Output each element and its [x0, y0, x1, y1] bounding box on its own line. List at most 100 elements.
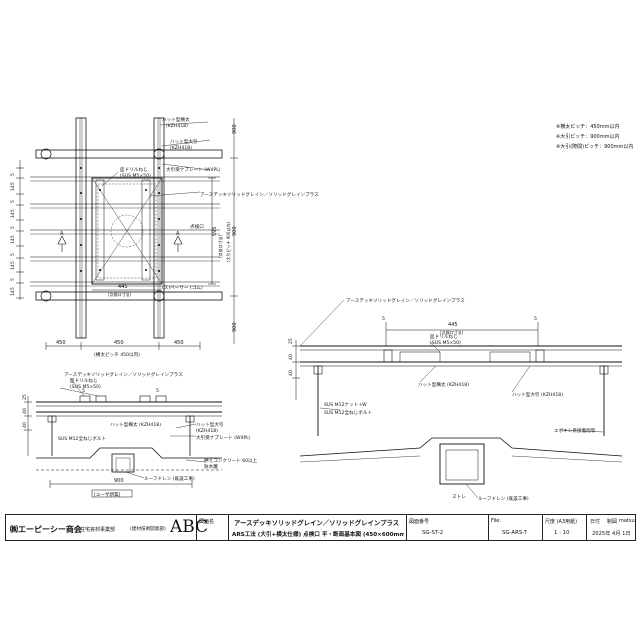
tb-date: 2025年 4月 1日: [592, 531, 631, 537]
tb-scale-cell: [542, 515, 587, 540]
sl-label-screw: 皿ドリルねじ: [70, 378, 98, 384]
tb-logo: ABC: [170, 517, 209, 537]
sr-label-hat-beam-1: ハット型横太 (KZH418): [418, 381, 469, 388]
tb-drawno: SG-ST-2: [422, 530, 444, 536]
sr-label-hat-beam-2: ハット型大引 (KZH418): [512, 391, 563, 398]
sl-label-hat-beam-2: ハット型大引: [196, 421, 224, 428]
plan-section-mark-left: A: [60, 231, 64, 237]
plan-dim-left-9: 5: [10, 278, 16, 281]
sr-label-opening-size: (点検口寸法): [440, 329, 464, 335]
plan-dim-bottom: 900: [232, 322, 238, 332]
plan-dim-bottom-b: 450: [114, 340, 124, 346]
plan-label-spacer: (ス)ペーサー (ゴム): [162, 284, 203, 291]
plan-crossbeam-bottom: [35, 291, 223, 301]
sl-label-screw-spec: (SUS M5×50): [70, 384, 101, 390]
plan-crossbeam-top: [35, 149, 223, 159]
sl-dim-s2: 5: [156, 388, 159, 394]
plan-opening-size-h: (点検口寸法): [108, 291, 132, 297]
plan-label-screw: 皿ドリルねじ: [120, 167, 148, 173]
plan-label-hat-beam-code: (KZH418): [166, 123, 188, 129]
tb-drawno-cell: [406, 515, 489, 540]
plan-pitch-side: (大引ピッチ 900以内): [225, 222, 231, 262]
notes: ※横太ピッチ：450mm以内 ※大引ピッチ：900mm以内 ※大引(際間)ピッチ…: [556, 123, 633, 150]
sl-label-hat-beam-2-code: (KZH418): [196, 428, 218, 434]
plan-section-mark-right: A: [176, 231, 180, 237]
sl-dim-width: 900: [114, 478, 124, 484]
sr-label-sill: ストレ: [452, 494, 466, 500]
sl-dim-s1: 5: [82, 388, 85, 394]
plan-dim-left-5: 5: [10, 226, 16, 229]
plan-label-plate: 大引受ナプレート (W4PL): [166, 166, 221, 173]
tb-name-label: 図面名: [199, 519, 215, 525]
sr-dim-h1: 25: [288, 338, 294, 344]
sl-label-bolt: SUS M12全ねじボルト: [58, 435, 106, 442]
tb-company: ㈱エーピーシー商会: [10, 525, 82, 534]
plan-view: [16, 117, 238, 350]
sr-label-bolt: SUS M12全ねじボルト: [324, 409, 372, 416]
sr-dim-h3: 40: [288, 370, 294, 376]
sl-dim-h3: 40: [22, 422, 28, 428]
tb-drawno-label: 図面番号: [409, 519, 430, 525]
plan-label-hat-beam-2-code: (KZH418): [170, 145, 192, 151]
sl-label-deck: アースデッキソリッドグレイン／ソリッドグレインプラス: [64, 371, 183, 378]
sr-dim-width: 445: [448, 322, 458, 328]
tb-title-cell: [228, 515, 407, 540]
tb-title-line2: ARS工法 (大引+横太仕様) 点検口 平・断面基本図 (450×600mm): [232, 532, 404, 538]
plan-dim-left-3: 5: [10, 200, 16, 203]
section-left: [24, 377, 222, 498]
sl-label-foot: [ユーザ新築]: [94, 491, 121, 498]
plan-label-screw-spec: (SUS M5×50): [120, 173, 151, 179]
plan-dim-top: 900: [232, 124, 238, 134]
sr-label-epoxy: エポキシ系接着剤等: [554, 427, 596, 434]
tb-file: SG-ARS-T: [502, 530, 528, 536]
note-1: ※横太ピッチ：450mm以内: [556, 123, 619, 130]
sl-label-concrete: 押えコンクリート 60以上: [204, 457, 258, 464]
plan-label-hat-beam: ハット型横太: [162, 116, 190, 123]
plan-dim-opening-h: 445: [118, 284, 128, 290]
section-left-labels: アースデッキソリッドグレイン／ソリッドグレインプラス 皿ドリルねじ (SUS M…: [22, 371, 258, 498]
plan-dim-bottom-a: 450: [56, 340, 66, 346]
plan-label-inspection: 点検口: [190, 223, 204, 230]
tb-scale-label: 尺度 (A3用紙): [545, 519, 578, 525]
sr-dim-s2: 5: [534, 316, 537, 322]
plan-opening-size-v: (点検口寸法): [217, 234, 223, 258]
plan-opening: [91, 177, 163, 285]
tb-file-label: File:: [491, 518, 502, 524]
plan-dim-bottom-c: 450: [174, 340, 184, 346]
sr-label-deck: アースデッキソリッドグレイン／ソリッドグレインプラス: [346, 297, 465, 304]
sl-label-hat-beam: ハット型横太 (KZH418): [110, 421, 161, 428]
tb-dept2: (建材技術開発部): [130, 527, 166, 532]
plan-dim-right-mid: 900: [232, 226, 238, 236]
plan-dim-left-8: 145: [10, 261, 16, 270]
tb-title-line1: アースデッキソリッドグレイン／ソリッドグレインプラス: [234, 519, 400, 527]
sl-dim-h1: 25: [22, 394, 28, 400]
plan-dim-left-2: 145: [10, 182, 16, 191]
plan-dim-left-10: 145: [10, 287, 16, 296]
title-block: ㈱エーピーシー商会 住宅資材事業部 (建材技術開発部) ABC 図面名 アースデ…: [5, 514, 636, 541]
plan-dim-opening-v: 595: [212, 226, 218, 236]
plan-beam-right: [153, 117, 165, 339]
sr-dim-s1: 5: [382, 316, 385, 322]
plan-dim-left-7: 5: [10, 253, 16, 256]
plan-beam-left: [75, 117, 87, 339]
tb-scale: 1 : 10: [554, 530, 570, 536]
note-2: ※大引ピッチ：900mm以内: [556, 133, 619, 140]
sr-label-screw-spec: (SUS M5×50): [430, 340, 461, 346]
sr-label-bracket: SUS M12ナット+W: [324, 402, 367, 408]
tb-file-cell: [488, 515, 543, 540]
plan-dim-left-1: 5: [10, 173, 16, 176]
tb-author: matsu: [619, 518, 635, 524]
sr-label-screw: 皿ドリルねじ: [430, 334, 458, 340]
tb-author-label: 制図: [607, 519, 618, 525]
sr-label-drain: ルーフドレン (既設工事): [478, 495, 529, 502]
sl-label-waterproof: 防水層: [204, 463, 218, 470]
plan-label-hat-beam-2: ハット型大引: [170, 138, 198, 145]
tb-name-label-cell: [196, 515, 229, 540]
plan-dim-left-4: 145: [10, 209, 16, 218]
tb-dept: 住宅資材事業部: [80, 527, 116, 533]
plan-dim-left-6: 145: [10, 235, 16, 244]
section-right-labels: アースデッキソリッドグレイン／ソリッドグレインプラス 445 (点検口寸法) 皿…: [288, 297, 596, 502]
tb-date-label: 日付: [590, 519, 601, 525]
plan-dim-bottom-pitch: (横太ピッチ 450以内): [94, 351, 140, 358]
